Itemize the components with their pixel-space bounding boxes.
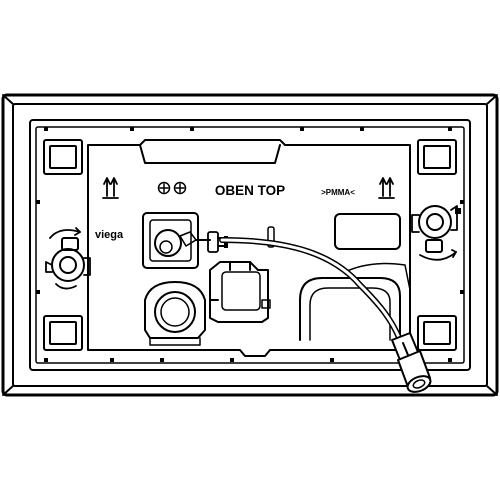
inspection-window [334,213,401,250]
up-arrow-icon [378,177,395,199]
bevel-line [2,94,14,105]
recycle-symbol-icon [173,181,187,195]
cable-plug [391,332,432,393]
outer-frame [1,93,499,397]
oben-top-label: OBEN TOP [215,183,285,198]
bevel-line [486,385,498,396]
pmma-label: >PMMA< [321,188,355,197]
frame-bevel [12,103,488,387]
round-socket [144,281,206,346]
corner-tab-top-right [417,139,457,175]
bracket-curve [344,262,411,291]
guide-rod [267,226,275,248]
bevel-line [2,385,14,396]
valve-block [142,212,211,269]
recycle-symbol-icon [157,181,171,195]
inner-box-rim [35,126,465,364]
control-cable [219,237,403,343]
top-slot [139,144,281,164]
rim-dots [36,127,464,362]
up-arrow-icon [102,177,119,199]
bevel-line [486,94,498,105]
corner-tab-bottom-left [43,315,83,351]
left-clamp [45,227,91,290]
right-clamp [411,205,461,261]
corner-tab-top-left [43,139,83,175]
center-block [209,261,271,323]
inner-box [29,119,471,371]
brand-label: viega [95,229,124,241]
corner-tab-bottom-right [417,315,457,351]
